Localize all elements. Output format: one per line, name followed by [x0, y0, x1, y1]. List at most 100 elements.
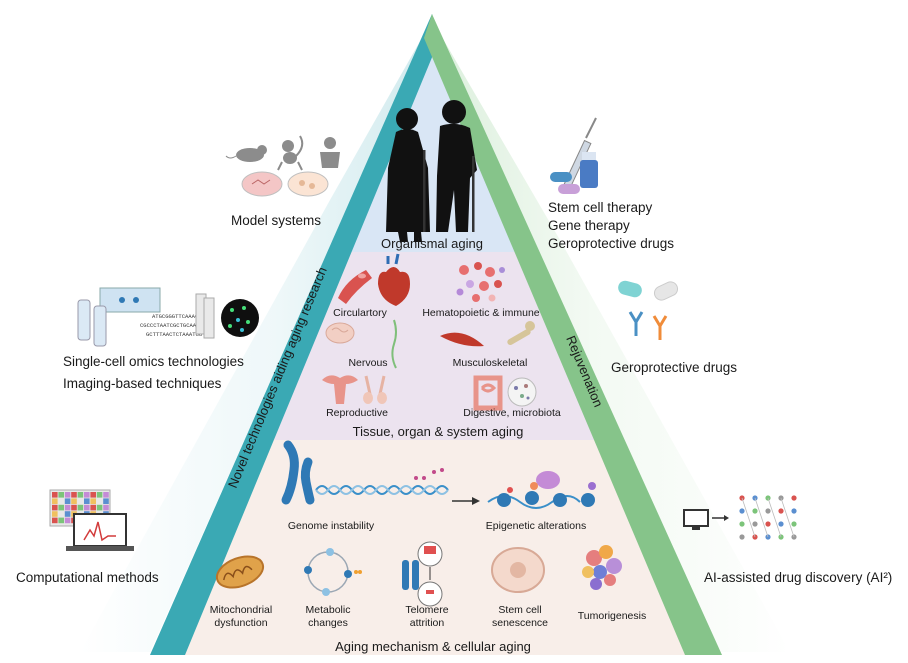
network-node	[765, 521, 771, 527]
heatmap-cell	[103, 498, 109, 504]
heatmap-cell	[64, 517, 71, 524]
computer-icon	[683, 509, 709, 530]
network-edge	[780, 497, 795, 538]
heatmap-cell	[52, 498, 58, 504]
human-icon	[320, 137, 340, 168]
network-node	[778, 521, 784, 527]
network-node	[739, 534, 745, 540]
heatmap-cell	[52, 504, 58, 511]
heatmap-cell	[96, 498, 103, 504]
uterus-icon	[322, 375, 358, 404]
heatmap-cell	[84, 504, 90, 511]
laptop-icon	[66, 513, 134, 551]
heatmap-cell	[90, 492, 96, 498]
muscle-icon	[440, 332, 484, 347]
organ-hematopoietic: Hematopoietic & immune	[422, 307, 540, 319]
blood-vessel-icon	[338, 270, 372, 304]
intestine-icon	[473, 375, 503, 411]
brain-icon	[325, 322, 355, 344]
elderly-couple-icon	[386, 100, 477, 242]
heatmap-cell	[64, 492, 71, 498]
organ-circulatory: Circulartory	[333, 307, 387, 319]
right-ai-drug-discovery: AI-assisted drug discovery (AI²)	[704, 570, 893, 585]
dna-strand-2-icon	[315, 485, 449, 495]
heatmap-cell	[84, 492, 90, 498]
network-edge	[767, 497, 782, 538]
heatmap-cell	[52, 517, 58, 524]
nucleosome-icon	[487, 471, 596, 509]
network-node	[739, 508, 745, 514]
heatmap-cell	[77, 498, 84, 504]
dna-sequence-1: ATGCGGGTTCAAAGGT	[152, 313, 206, 320]
metabolic-cycle-icon	[304, 548, 362, 596]
petri-dish-icon	[241, 171, 329, 197]
heatmap-cell	[90, 498, 96, 504]
bone-icon	[507, 321, 535, 345]
senescent-cell-icon	[491, 547, 545, 593]
dna-sequence-2: CGCCCTAATCGCTGCAA	[140, 322, 197, 329]
arrow-to-network-icon	[712, 515, 729, 521]
microfluidics-icon	[77, 287, 161, 347]
dna-strand-icon	[315, 485, 449, 495]
organ-nervous: Nervous	[348, 357, 388, 369]
organ-musculoskeletal: Musculoskeletal	[452, 357, 528, 369]
capsule-icon	[618, 280, 679, 301]
right-stem-cell-therapy: Stem cell therapy	[548, 200, 653, 215]
heatmap-cell	[103, 504, 109, 511]
network-node	[791, 521, 797, 527]
heatmap-cell	[58, 492, 64, 498]
blood-cells-icon	[456, 262, 505, 302]
level-organismal-label: Organismal aging	[381, 236, 483, 251]
heatmap-cell	[96, 492, 103, 498]
left-glow	[80, 20, 432, 652]
heatmap-cell	[103, 492, 109, 498]
neural-network-icon	[739, 495, 797, 540]
slides-icon	[195, 293, 215, 339]
vial-icon	[580, 152, 598, 188]
left-omics: Single-cell omics technologies	[63, 354, 244, 369]
network-node	[791, 495, 797, 501]
heatmap-cell	[58, 504, 64, 511]
right-edge-band	[424, 14, 722, 655]
right-gene-therapy: Gene therapy	[548, 218, 630, 233]
mech-epigenetic: Epigenetic alterations	[485, 520, 587, 532]
network-edge	[741, 497, 756, 538]
level-mechanism-label: Aging mechanism & cellular aging	[335, 639, 531, 654]
organ-digestive: Digestive, microbiota	[463, 407, 561, 419]
right-geroprotective-2: Geroprotective drugs	[611, 360, 738, 375]
nerve-icon	[391, 319, 397, 369]
heatmap-cell	[52, 511, 58, 517]
mech-tumorigenesis: Tumorigenesis	[577, 610, 647, 622]
testes-icon	[363, 375, 387, 404]
heatmap-cell	[84, 498, 90, 504]
heatmap-cell	[71, 504, 77, 511]
left-imaging: Imaging-based techniques	[63, 376, 222, 391]
heatmap-cell	[77, 504, 84, 511]
mitochondria-icon	[215, 555, 265, 589]
heatmap-cell	[71, 498, 77, 504]
mutation-marks-icon	[414, 468, 444, 480]
heatmap-cell	[71, 492, 77, 498]
antibody-icon	[628, 311, 668, 340]
chromosome-icon	[281, 440, 315, 505]
tumor-icon	[582, 545, 622, 590]
organ-reproductive: Reproductive	[326, 407, 388, 419]
arrow-right-icon	[452, 497, 480, 505]
heatmap-cell	[52, 492, 58, 498]
heatmap-cell	[58, 498, 64, 504]
pill-icon	[550, 172, 580, 194]
heatmap-cell	[64, 504, 71, 511]
telomere-icon	[402, 541, 443, 607]
mouse-icon	[225, 145, 267, 162]
dna-sequence-3: GCTTTAACTCTAAATGG	[146, 331, 202, 338]
right-glow	[432, 20, 790, 652]
network-node	[752, 521, 758, 527]
left-model-systems: Model systems	[231, 213, 322, 228]
heart-icon	[378, 253, 410, 306]
heatmap-cell	[58, 511, 64, 517]
mech-genome-instability: Genome instability	[287, 520, 375, 532]
network-node	[752, 508, 758, 514]
